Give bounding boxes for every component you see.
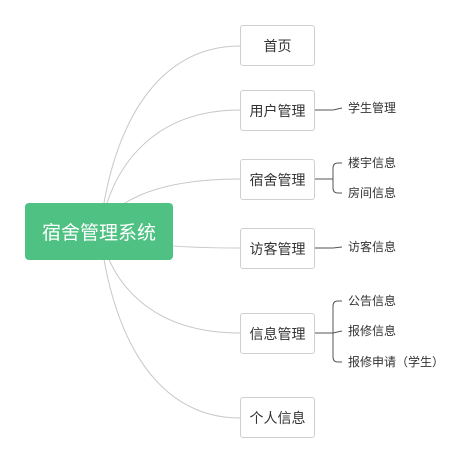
branch-node-users: 用户管理 [240,90,315,131]
root-connector-0 [99,45,241,232]
leaf-room-info: 房间信息 [348,186,397,200]
leaf-visitor-info: 访客信息 [348,240,397,254]
leaf-connector-3-2 [332,333,342,363]
branch-node-visitors: 访客管理 [240,228,315,269]
leaf-connector-0-0 [332,107,343,111]
branch-node-home: 首页 [240,25,315,66]
branch-node-info: 信息管理 [240,313,315,354]
leaf-connector-1-0 [332,162,342,179]
root-connector-5 [99,230,241,419]
leaf-connector-3-0 [332,300,342,333]
leaf-notice-info: 公告信息 [348,294,397,308]
leaf-connector-2-0 [332,246,343,249]
leaf-connector-1-1 [332,179,342,194]
leaf-repair-info: 报修信息 [348,324,397,338]
leaf-repair-request: 报修申请（学生） [348,355,445,369]
root-node: 宿舍管理系统 [25,203,173,260]
branch-node-profile: 个人信息 [240,397,315,438]
branch-node-dorms: 宿舍管理 [240,159,315,200]
leaf-connector-3-1 [332,330,343,334]
leaf-building-info: 楼宇信息 [348,156,397,170]
leaf-student-management: 学生管理 [348,101,397,115]
